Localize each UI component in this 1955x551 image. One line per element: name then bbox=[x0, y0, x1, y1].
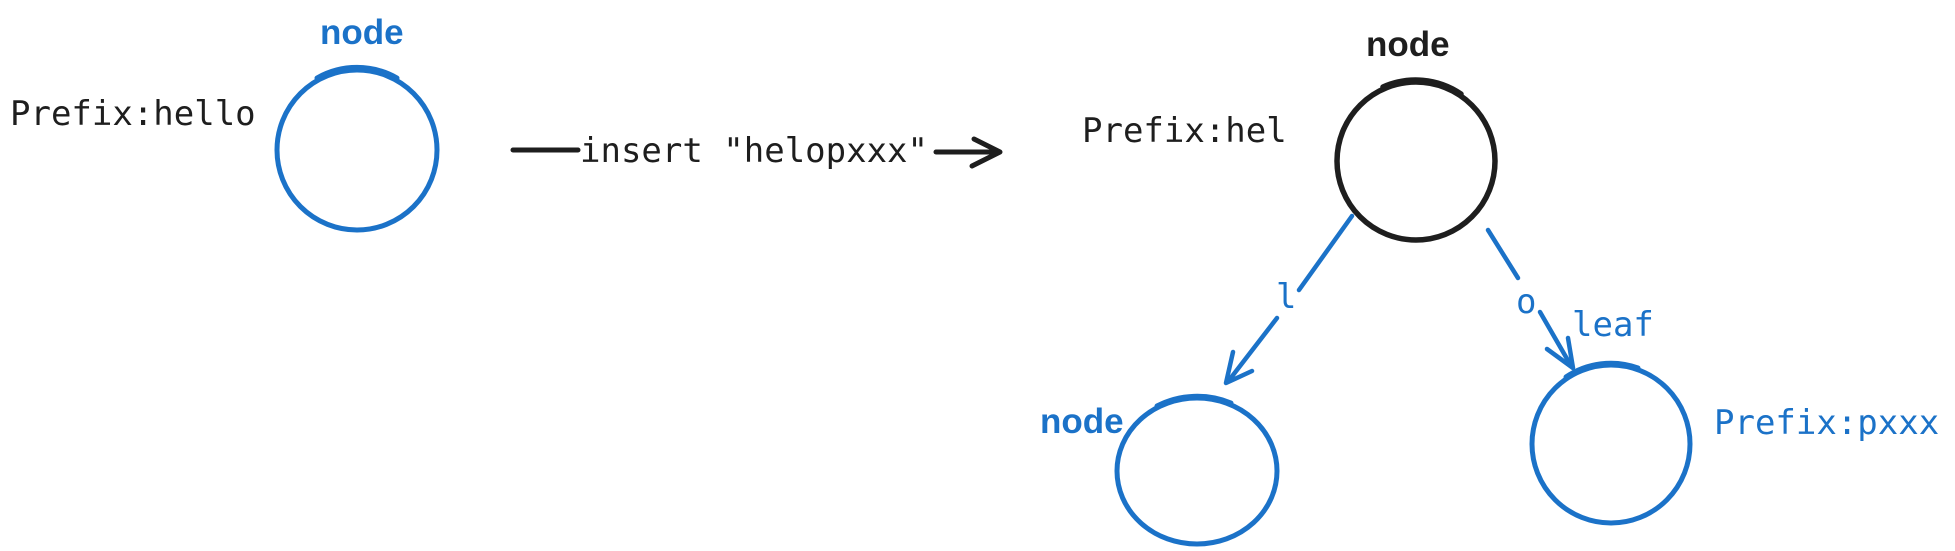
edge-o-segment-lower bbox=[1537, 309, 1573, 367]
edge-o-label: o bbox=[1516, 282, 1537, 322]
transition-arrow-head-icon bbox=[969, 136, 1003, 169]
before-node-circle-stroke-overlap bbox=[314, 64, 400, 81]
edge-l-label: l bbox=[1276, 277, 1297, 317]
before-node-prefix-label: Prefix:hello bbox=[10, 94, 256, 134]
edge-l-arrow-head-icon bbox=[1223, 349, 1255, 386]
transition-arrow-label: insert "helopxxx" bbox=[580, 131, 928, 171]
after-left-child-circle bbox=[1114, 395, 1280, 547]
after-right-child-prefix-label: Prefix:pxxx bbox=[1714, 403, 1940, 443]
after-right-child-type-label: leaf bbox=[1572, 305, 1654, 345]
edge-o-arrow-head-icon bbox=[1544, 335, 1576, 371]
after-root-prefix-label: Prefix:hel bbox=[1082, 111, 1287, 151]
before-node-type-label: node bbox=[320, 13, 404, 52]
after-root-circle bbox=[1334, 79, 1498, 243]
before-node-circle bbox=[274, 67, 440, 233]
after-left-child-type-label: node bbox=[1040, 402, 1124, 441]
after-root-type-label: node bbox=[1366, 25, 1450, 64]
edge-l-segment-lower bbox=[1227, 315, 1280, 382]
after-right-child-circle bbox=[1529, 362, 1693, 526]
after-right-child-circle-stroke-overlap bbox=[1563, 360, 1641, 380]
edge-o-segment-upper bbox=[1485, 227, 1521, 281]
after-left-child-circle-stroke-overlap bbox=[1154, 393, 1234, 409]
after-root-circle-stroke-overlap bbox=[1380, 77, 1464, 97]
edge-l-segment-upper bbox=[1296, 213, 1355, 293]
